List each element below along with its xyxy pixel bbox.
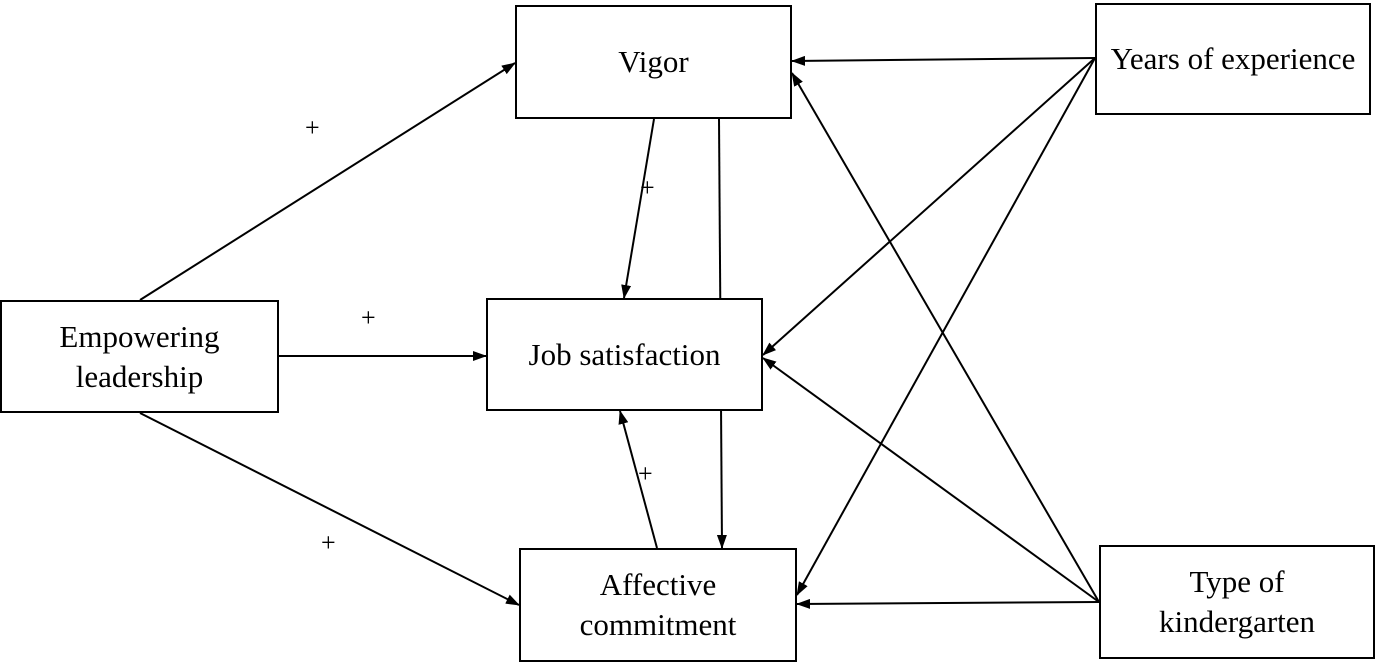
arrow-affective-commitment-to-job-satisfaction (618, 410, 658, 549)
node-vigor-label: Vigor (618, 44, 689, 79)
node-affective-commitment-line1: Affective (599, 567, 717, 602)
arrow-years-to-affective-commitment (796, 57, 1096, 596)
node-type-of-kindergarten-line1: Type of (1189, 564, 1285, 599)
node-job-satisfaction: Job satisfaction (486, 298, 763, 411)
sign-empowering-to-affective-commitment: + (321, 528, 336, 557)
node-type-of-kindergarten-line2: kindergarten (1158, 604, 1316, 639)
node-empowering-leadership-line2: leadership (75, 358, 204, 394)
sign-empowering-to-vigor: + (305, 113, 320, 142)
arrow-empowering-to-affective-commitment (139, 412, 520, 606)
sign-vigor-to-job-satisfaction: + (640, 173, 655, 202)
node-type-of-kindergarten: Type of kindergarten (1099, 545, 1375, 659)
node-empowering-leadership: Empowering leadership (0, 300, 279, 413)
node-affective-commitment-line2: commitment (579, 607, 737, 642)
node-years-of-experience-label: Years of experience (1110, 41, 1356, 76)
node-affective-commitment: Affective commitment (519, 548, 797, 662)
arrow-vigor-to-job-satisfaction (621, 118, 655, 299)
arrow-empowering-to-vigor (139, 62, 516, 301)
node-empowering-leadership-line1: Empowering (59, 318, 220, 354)
arrow-years-to-vigor (791, 55, 1096, 66)
arrow-kindergarten-to-job-satisfaction (762, 357, 1100, 603)
arrow-kindergarten-to-affective-commitment (796, 598, 1100, 609)
sign-empowering-to-job-satisfaction: + (361, 303, 376, 332)
node-job-satisfaction-label: Job satisfaction (528, 336, 721, 372)
arrow-years-to-job-satisfaction (762, 57, 1096, 356)
node-vigor: Vigor (515, 5, 792, 119)
sign-affective-commitment-to-job-satisfaction: + (638, 459, 653, 488)
node-years-of-experience: Years of experience (1095, 3, 1371, 115)
arrow-kindergarten-to-vigor (791, 72, 1100, 603)
